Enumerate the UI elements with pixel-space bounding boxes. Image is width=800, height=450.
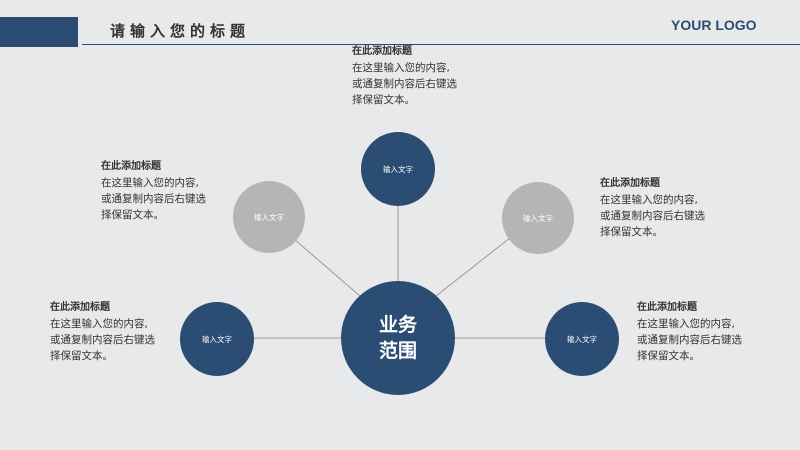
center-label-line2: 范围: [378, 340, 417, 362]
logo: YOUR LOGO: [671, 17, 757, 33]
text-block-top-line3: 择保留文本。: [352, 94, 415, 106]
text-block-top-heading: 在此添加标题: [352, 46, 412, 57]
center-circle[interactable]: 业务 范围: [341, 281, 455, 395]
text-block-upper-right: 在此添加标题 在这里输入您的内容, 或通复制内容后右键选 择保留文本。: [600, 176, 705, 240]
page-title: 请输入您的标题: [110, 22, 251, 40]
text-block-upper-left: 在此添加标题 在这里输入您的内容, 或通复制内容后右键选 择保留文本。: [101, 159, 206, 223]
node-lower-right-label: 输入文字: [567, 334, 597, 344]
text-block-top-line1: 在这里输入您的内容,: [352, 62, 450, 74]
text-block-lower-left-line3: 择保留文本。: [50, 350, 113, 362]
text-block-upper-right-line3: 择保留文本。: [600, 226, 663, 238]
node-upper-right[interactable]: 输入文字: [502, 182, 574, 254]
text-block-upper-right-line1: 在这里输入您的内容,: [600, 194, 698, 206]
node-top[interactable]: 输入文字: [361, 132, 435, 206]
text-block-upper-left-heading: 在此添加标题: [101, 161, 161, 172]
text-block-upper-right-heading: 在此添加标题: [600, 178, 660, 189]
text-block-upper-left-line2: 或通复制内容后右键选: [101, 193, 206, 205]
text-block-top: 在此添加标题 在这里输入您的内容, 或通复制内容后右键选 择保留文本。: [352, 44, 457, 108]
node-lower-left[interactable]: 输入文字: [180, 302, 254, 376]
node-upper-right-label: 输入文字: [523, 213, 553, 223]
text-block-lower-right-line3: 择保留文本。: [637, 350, 700, 362]
center-label-line1: 业务: [378, 314, 417, 336]
text-block-lower-left-line2: 或通复制内容后右键选: [50, 334, 155, 346]
node-upper-left-label: 输入文字: [254, 212, 284, 222]
text-block-upper-left-line1: 在这里输入您的内容,: [101, 177, 199, 189]
text-block-lower-right-heading: 在此添加标题: [637, 302, 697, 313]
text-block-upper-right-line2: 或通复制内容后右键选: [600, 210, 705, 222]
connector-upper-right: [435, 237, 511, 297]
node-top-label: 输入文字: [383, 164, 413, 174]
connector-upper-left: [293, 238, 361, 297]
text-block-lower-right: 在此添加标题 在这里输入您的内容, 或通复制内容后右键选 择保留文本。: [637, 300, 742, 364]
text-block-lower-left: 在此添加标题 在这里输入您的内容, 或通复制内容后右键选 择保留文本。: [50, 300, 155, 364]
header-divider: [82, 44, 800, 45]
text-block-lower-right-line2: 或通复制内容后右键选: [637, 334, 742, 346]
text-block-top-line2: 或通复制内容后右键选: [352, 78, 457, 90]
header-accent-bar: [0, 17, 78, 47]
text-block-lower-right-line1: 在这里输入您的内容,: [637, 318, 735, 330]
text-block-upper-left-line3: 择保留文本。: [101, 209, 164, 221]
text-block-lower-left-heading: 在此添加标题: [50, 302, 110, 313]
text-block-lower-left-line1: 在这里输入您的内容,: [50, 318, 148, 330]
node-upper-left[interactable]: 输入文字: [233, 181, 305, 253]
node-lower-right[interactable]: 输入文字: [545, 302, 619, 376]
node-lower-left-label: 输入文字: [202, 334, 232, 344]
